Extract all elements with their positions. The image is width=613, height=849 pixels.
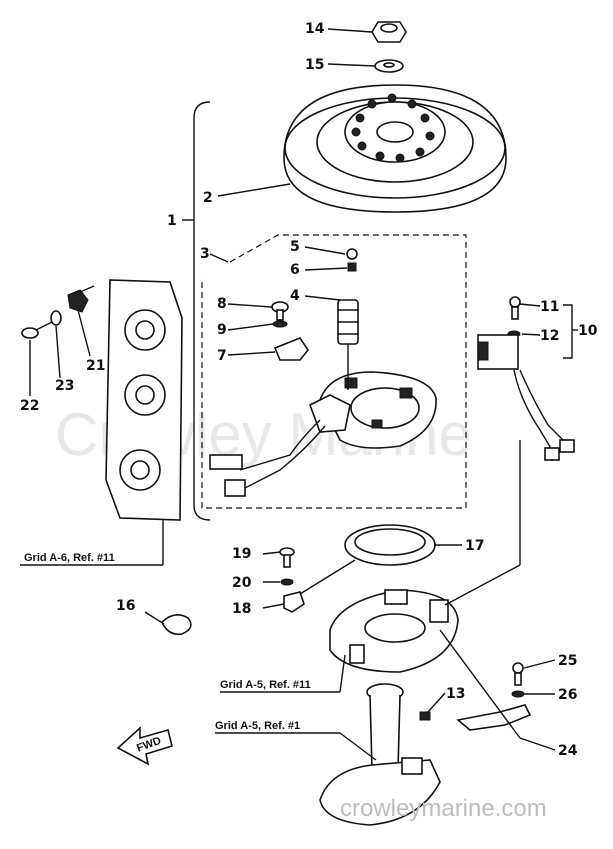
gasket-ring-part — [344, 524, 436, 566]
reference-grid-a5-1: Grid A-5, Ref. #1 — [215, 720, 300, 732]
callout-26: 26 — [558, 687, 577, 703]
callout-13: 13 — [446, 686, 465, 702]
callout-25: 25 — [558, 653, 577, 669]
clip-part — [67, 285, 95, 313]
callout-2: 2 — [203, 190, 213, 206]
callout-17: 17 — [465, 538, 484, 554]
reference-grid-a6: Grid A-6, Ref. #11 — [24, 552, 115, 564]
site-url: crowleymarine.com — [340, 795, 547, 822]
wire-harness — [209, 419, 326, 497]
coil-part — [337, 299, 359, 390]
callout-10: 10 — [578, 323, 598, 339]
screw-part — [346, 248, 358, 272]
cdi-unit-part — [105, 279, 183, 521]
callout-19: 19 — [232, 546, 251, 562]
callout-7: 7 — [217, 348, 227, 364]
callout-9: 9 — [217, 322, 227, 338]
callout-18: 18 — [232, 601, 251, 617]
callout-11: 11 — [540, 299, 559, 315]
callout-3: 3 — [200, 246, 210, 262]
regulator-part — [477, 296, 578, 461]
forward-arrow-icon: FWD — [116, 726, 173, 766]
callout-15: 15 — [305, 57, 324, 73]
callout-1: 1 — [167, 213, 177, 229]
assembly-bracket — [193, 101, 211, 521]
nut-part — [371, 21, 407, 43]
reference-grid-a5-11: Grid A-5, Ref. #11 — [220, 679, 311, 691]
callout-5: 5 — [290, 239, 300, 255]
plate-part — [273, 337, 309, 361]
callout-22: 22 — [20, 398, 39, 414]
bolt-part — [21, 321, 53, 339]
callout-12: 12 — [540, 328, 559, 344]
shaft-assembly-part — [319, 683, 441, 826]
screw-part — [271, 301, 289, 328]
washer-part — [50, 310, 62, 326]
callout-23: 23 — [55, 378, 74, 394]
callout-8: 8 — [217, 296, 227, 312]
link-part — [456, 662, 532, 731]
callout-24: 24 — [558, 743, 578, 759]
callout-21: 21 — [86, 358, 105, 374]
stator-assembly-box — [201, 234, 467, 509]
callout-20: 20 — [232, 575, 252, 591]
callout-4: 4 — [290, 288, 300, 304]
flywheel-part — [283, 84, 507, 213]
screw-part — [279, 547, 305, 613]
stator-part — [309, 371, 437, 449]
callout-14: 14 — [305, 21, 325, 37]
callout-6: 6 — [290, 262, 300, 278]
washer-part — [374, 59, 404, 73]
clamp-part — [161, 614, 192, 636]
callout-16: 16 — [116, 598, 135, 614]
base-plate-part — [329, 589, 459, 673]
